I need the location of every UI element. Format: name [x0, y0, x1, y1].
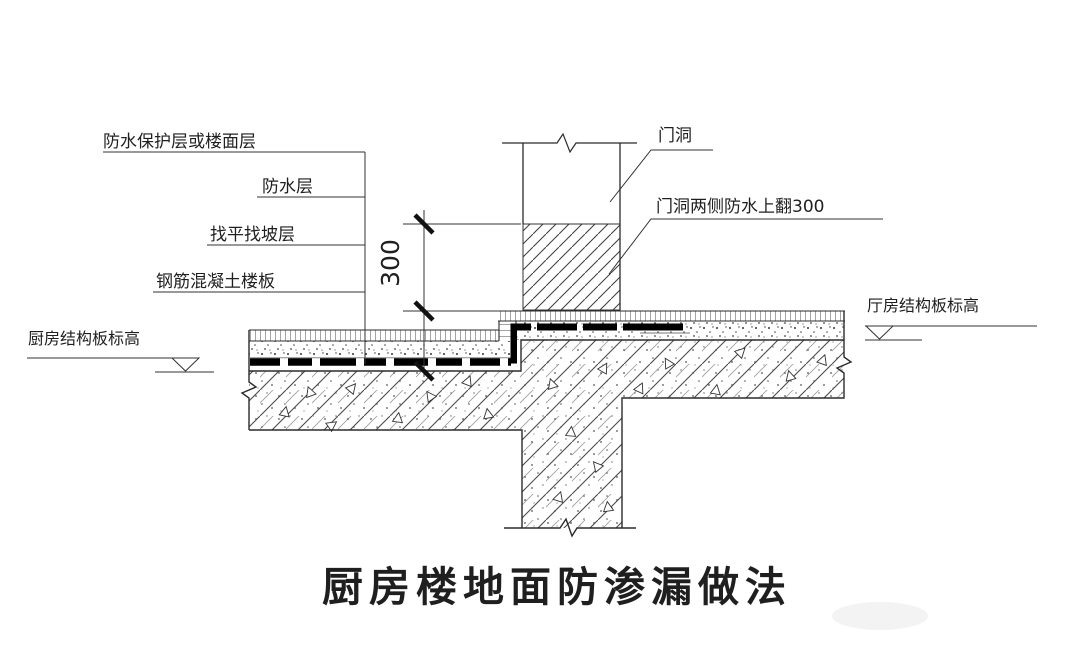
wall-top-break-line — [502, 132, 637, 154]
watermark — [832, 602, 928, 630]
structure-outline — [240, 311, 853, 538]
label-door-upturn-300: 门洞两侧防水上翻300 — [656, 197, 824, 217]
label-hall-slab-elevation: 厅房结构板标高 — [867, 296, 979, 315]
layer-callouts: 防水保护层或楼面层 防水层 找平找坡层 钢筋混凝土楼板 — [103, 132, 366, 364]
label-waterproof-layer: 防水层 — [262, 177, 313, 197]
kitchen-screed-layer — [249, 341, 511, 357]
waterproof-step-upturn — [510, 323, 517, 364]
drawing-title: 厨房楼地面防渗漏做法 — [322, 563, 792, 611]
kitchen-slab-break-edge — [240, 330, 258, 430]
elevation-triangle-icon — [170, 357, 201, 372]
kitchen-protection-course — [249, 329, 499, 342]
label-reinforced-concrete-slab: 钢筋混凝土楼板 — [156, 272, 275, 292]
label-leveling-slope-layer: 找平找坡层 — [210, 225, 295, 245]
label-kitchen-slab-elevation: 厨房结构板标高 — [28, 329, 140, 348]
wall-bottom-break-line — [504, 517, 636, 538]
waterproof-upturn-block — [522, 223, 621, 311]
dimension-300-text: 300 — [376, 239, 405, 287]
door-jamb-lines — [522, 143, 621, 310]
hall-slab-break-edge — [621, 311, 853, 528]
door-upturn-leader — [608, 218, 883, 275]
hall-protection-course — [498, 310, 845, 322]
reinforced-concrete-structure — [240, 311, 853, 538]
kitchen-elevation-mark: 厨房结构板标高 — [27, 329, 214, 373]
waterproof-membrane — [250, 323, 690, 366]
door-opening-leader — [609, 149, 713, 203]
floor-finish-layers — [249, 310, 845, 366]
label-door-opening: 门洞 — [658, 126, 692, 146]
hall-elevation-mark: 厅房结构板标高 — [864, 296, 1037, 341]
label-waterproof-protection-layer: 防水保护层或楼面层 — [103, 132, 256, 152]
dimension-300: 300 — [376, 210, 521, 382]
dimension-ticks — [413, 213, 435, 382]
door-callouts: 门洞 门洞两侧防水上翻300 — [608, 126, 883, 275]
elevation-triangle-icon — [864, 325, 895, 340]
door-wall — [502, 132, 637, 311]
